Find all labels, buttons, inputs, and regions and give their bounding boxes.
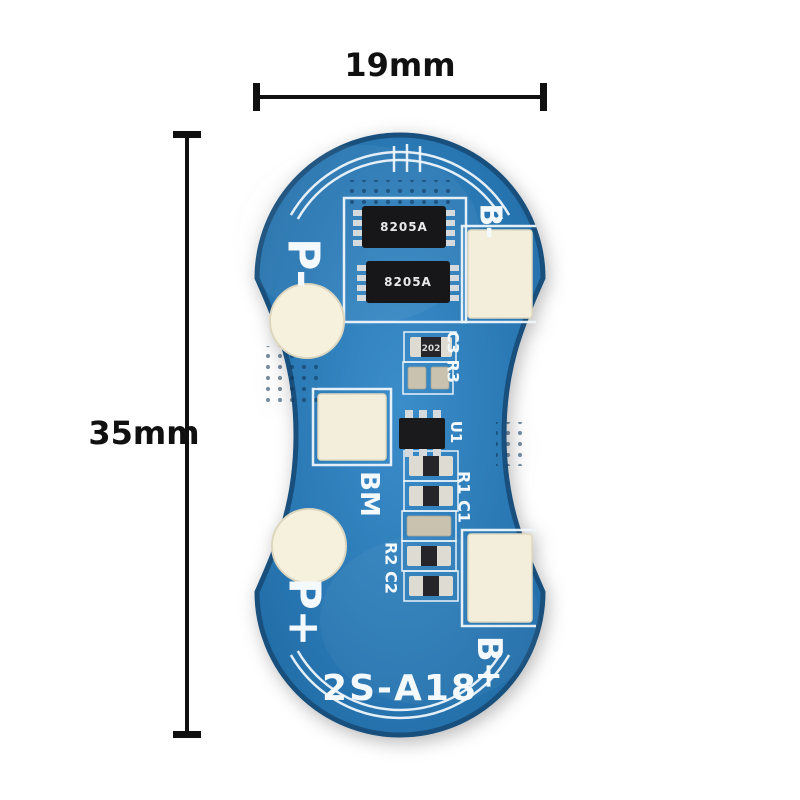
chip1-pin (446, 240, 455, 246)
smd-resistor (407, 546, 451, 566)
chip1-pin (353, 230, 362, 236)
pad-b-plus (467, 533, 533, 623)
label-c3-r3: C3 R3 (444, 331, 463, 383)
height-dimension: 35mm (88, 131, 201, 738)
dimension-endcap-bottom (173, 731, 201, 738)
chip1-body (362, 206, 446, 248)
pad-p-plus (271, 508, 347, 584)
smd-capacitor (406, 515, 452, 537)
silkscreen-bracket-b-minus (460, 224, 536, 324)
u1-pin (405, 448, 413, 457)
label-p-minus: P- (278, 238, 329, 288)
chip2-pin (450, 265, 459, 271)
label-p-plus: P+ (279, 577, 330, 646)
via-dots-top (348, 180, 456, 204)
chip1-pin (353, 210, 362, 216)
u1-body (399, 418, 445, 449)
width-dimension: 19mm (253, 46, 547, 111)
chip1-marking: 8205A (380, 220, 428, 234)
smd-capacitor (430, 366, 450, 390)
smd-resistor (409, 486, 453, 506)
dimension-endcap-top (173, 131, 201, 138)
chip2-marking: 8205A (384, 275, 432, 289)
silkscreen-arc-top-outer (289, 150, 511, 216)
label-u1: U1 (447, 421, 465, 444)
dimension-endcap-left (253, 83, 260, 111)
chip2-pin (357, 285, 366, 291)
smd-capacitor (407, 366, 427, 390)
footprint-extra (403, 570, 459, 602)
u1-pin (405, 410, 413, 419)
chip2-body (366, 261, 450, 303)
chip2-pin (450, 275, 459, 281)
chip2-pin (450, 295, 459, 301)
label-r2-c2: R2 C2 (382, 542, 401, 594)
silkscreen-arc-bottom-inner (296, 650, 504, 712)
silkscreen-bracket-b-plus (460, 528, 536, 628)
smd-resistor (409, 456, 453, 476)
label-b-minus: B- (473, 203, 508, 238)
silkscreen-ic-box (342, 196, 468, 324)
pad-b-minus (467, 229, 533, 319)
dimension-endcap-right (540, 83, 547, 111)
label-bm: BM (354, 471, 384, 517)
protection-ic-u1 (399, 410, 445, 457)
chip2-pin (450, 285, 459, 291)
chip1-pin (353, 240, 362, 246)
silkscreen-arc-top-inner (296, 158, 504, 220)
width-dimension-label: 19mm (344, 46, 455, 84)
u1-pin (419, 410, 427, 419)
u1-pin (433, 410, 441, 419)
pad-p-minus (269, 283, 345, 359)
u1-pin (433, 448, 441, 457)
resistor-marking: 202 (422, 344, 441, 354)
chip1-pin (353, 220, 362, 226)
label-r1-c1: R1 C1 (455, 471, 474, 523)
mosfet-chip-1: 8205A (353, 206, 455, 248)
label-b-plus: B+ (469, 636, 509, 690)
pad-bm (317, 393, 387, 461)
height-dimension-label: 35mm (88, 414, 199, 452)
board-model-label: 2S-A18 (322, 668, 478, 709)
mosfet-chip-2: 8205A (357, 261, 459, 303)
chip2-pin (357, 265, 366, 271)
smd-resistor (409, 576, 453, 596)
smd-resistor-202: 202 (410, 337, 452, 357)
resistor-band (421, 337, 441, 357)
via-dots-right (496, 422, 530, 466)
chip2-pin (357, 295, 366, 301)
silkscreen-bracket-bm (311, 387, 393, 467)
chip1-pin (446, 220, 455, 226)
chip2-pin (357, 275, 366, 281)
chip1-pin (446, 230, 455, 236)
pcb-board: 8205A 8205A 202 (240, 132, 546, 738)
u1-pin (419, 448, 427, 457)
chip1-pin (446, 210, 455, 216)
silkscreen-arc-bottom-outer (289, 654, 511, 720)
footprint-c3 (402, 361, 454, 395)
